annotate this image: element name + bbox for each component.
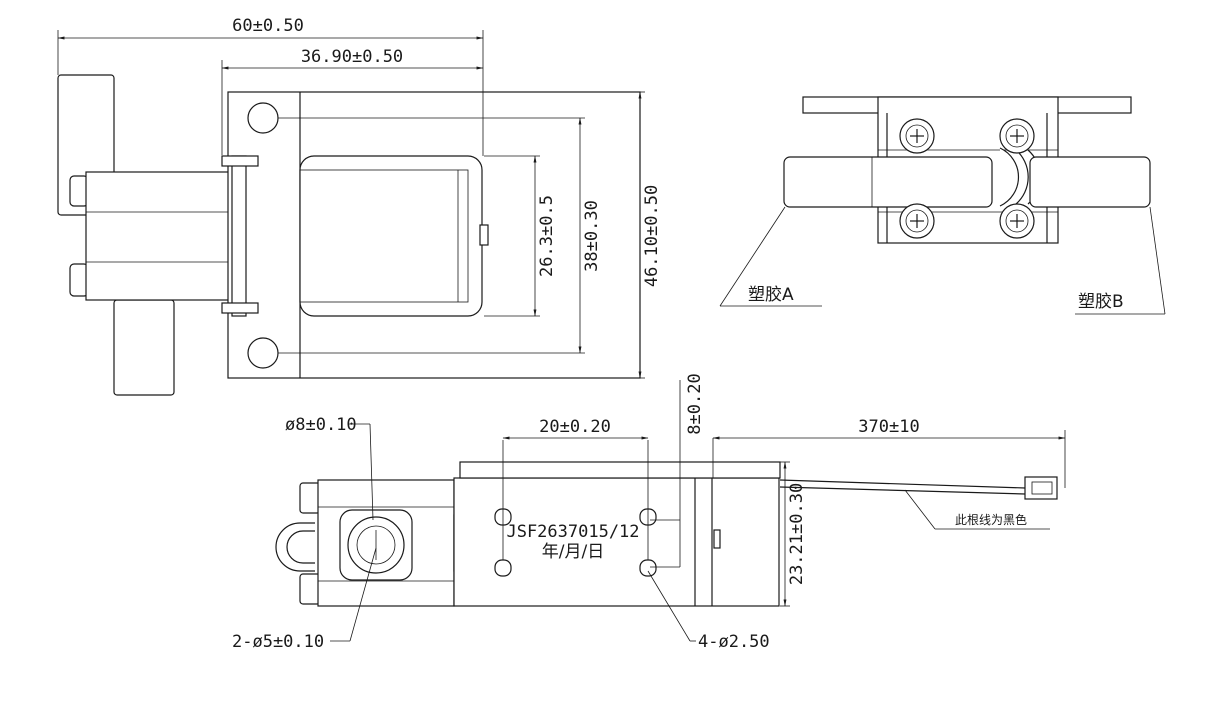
side-screw-3 <box>899 203 935 239</box>
side-screw-4 <box>999 203 1035 239</box>
top-plug-2 <box>69 263 89 297</box>
part-code: JSF2637015/12 <box>506 522 639 542</box>
front-hole-2 <box>494 559 512 577</box>
top-block <box>85 171 233 301</box>
top-hole-lower <box>247 337 279 369</box>
dim-height-overall: 46.10±0.50 <box>642 185 662 287</box>
top-pipe-lower <box>113 299 175 396</box>
front-port-inner <box>356 525 396 565</box>
front-body <box>453 477 780 607</box>
dim-height: 23.21±0.30 <box>787 483 807 585</box>
wire <box>779 479 1026 489</box>
dim-height-holes: 38±0.30 <box>582 200 602 272</box>
top-flange <box>231 155 247 317</box>
top-view: 60±0.50 36.90±0.50 26.3±0.5 38±0.30 46.1… <box>57 16 662 396</box>
top-plug-1 <box>69 175 89 207</box>
date-code: 年/月/日 <box>542 542 604 562</box>
dim-mount-holes: 4-ø2.50 <box>698 632 770 652</box>
top-hole-upper <box>247 102 279 134</box>
side-screw-1 <box>899 118 935 154</box>
dim-width-overall: 60±0.50 <box>232 16 304 36</box>
dim-diameter-outer: ø8±0.10 <box>285 415 357 435</box>
side-screw-2 <box>999 118 1035 154</box>
side-pipe-a <box>783 156 993 208</box>
front-view: 20±0.20 8±0.20 370±10 23.21±0.30 ø8±0.10… <box>232 373 1066 652</box>
side-pipe-b <box>1029 156 1151 208</box>
dim-offset: 8±0.20 <box>685 373 705 434</box>
dim-wire-length: 370±10 <box>858 417 919 437</box>
label-plastic-a: 塑胶A <box>748 285 794 305</box>
side-view: 塑胶A 塑胶B <box>719 96 1166 315</box>
front-hole-4 <box>639 559 657 577</box>
dim-hole-spacing: 20±0.20 <box>539 417 611 437</box>
wire-connector <box>1024 476 1058 500</box>
dim-height-coil: 26.3±0.5 <box>537 195 557 277</box>
front-bracket <box>459 461 781 479</box>
label-plastic-b: 塑胶B <box>1078 292 1124 312</box>
dim-width-body: 36.90±0.50 <box>301 47 403 67</box>
top-coil <box>299 155 483 317</box>
dim-diameter-inner: 2-ø5±0.10 <box>232 632 324 652</box>
wire-note: 此根线为黑色 <box>955 513 1027 527</box>
